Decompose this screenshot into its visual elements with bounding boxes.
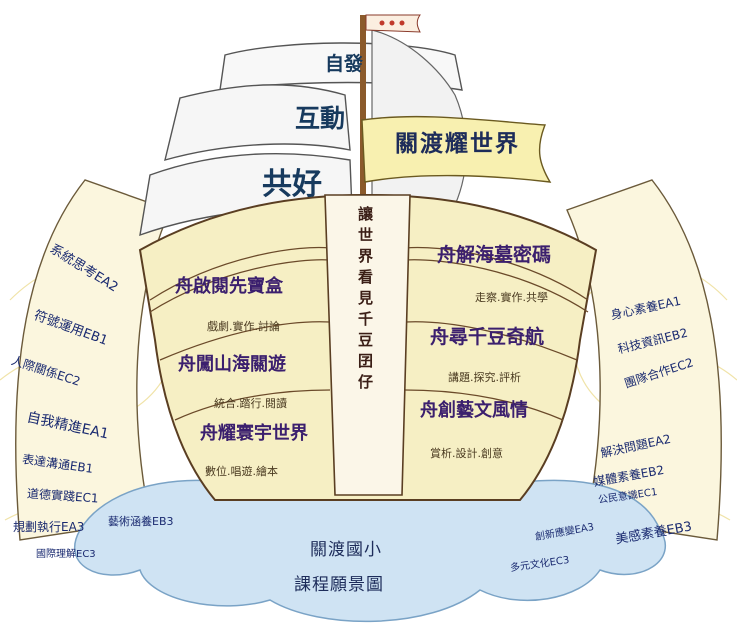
course-right-1-desc: 走察.實作.共學: [475, 292, 548, 303]
skill-left-9: 國際理解EC3: [36, 550, 96, 560]
diagram-caption: 課程願景圖: [294, 577, 384, 594]
course-right-3-desc: 賞析.設計.創意: [430, 448, 503, 459]
course-right-2-desc: 講題.探究.評析: [448, 372, 521, 383]
sail-top-label: 自發: [325, 55, 363, 74]
sail-bottom-label: 共好: [262, 170, 322, 200]
skill-left-8: 藝術涵養EB3: [108, 516, 174, 527]
course-left-1-name: 舟啟閱先寶盒: [175, 278, 283, 296]
course-left-3-name: 舟耀寰宇世界: [200, 425, 308, 443]
skill-left-7: 規劃執行EA3: [13, 521, 84, 533]
course-left-3-desc: 數位.唱遊.繪本: [205, 466, 278, 477]
course-left-2-desc: 統合.踏行.閱讀: [214, 398, 287, 409]
course-right-2-name: 舟尋千豆奇航: [430, 328, 544, 347]
course-left-1-desc: 戲劇.實作.討論: [207, 321, 280, 332]
course-left-2-name: 舟闖山海關遊: [178, 356, 286, 374]
flag-banner-text: 關渡耀世界: [395, 133, 520, 156]
sail-middle-label: 互動: [295, 106, 345, 131]
mast: [360, 15, 366, 215]
mast-vertical-text: 讓世界看見千豆囝仔: [357, 206, 372, 395]
course-right-3-name: 舟創藝文風情: [420, 402, 528, 420]
school-name: 關渡國小: [310, 542, 382, 559]
course-right-1-name: 舟解海墓密碼: [437, 246, 551, 265]
